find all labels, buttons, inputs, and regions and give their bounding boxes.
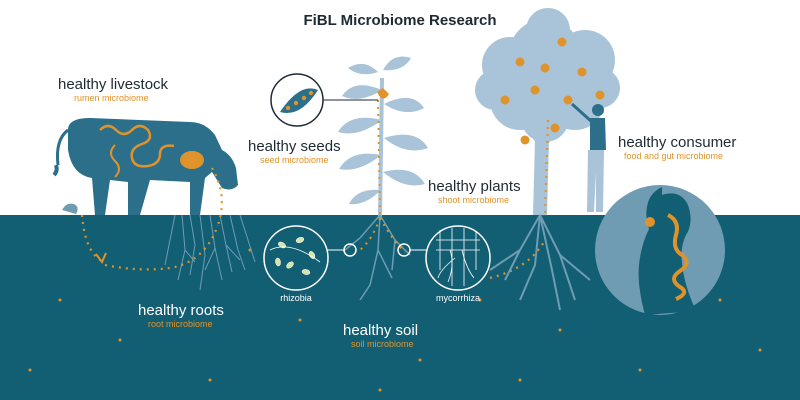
- soil-subtitle: soil microbiome: [351, 339, 414, 349]
- flow-tree-trunk: [543, 119, 550, 216]
- page-title: FiBL Microbiome Research: [303, 12, 497, 29]
- livestock-subtitle: rumen microbiome: [74, 93, 149, 103]
- soil-title: healthy soil: [343, 322, 419, 339]
- flow-soil-tree: [489, 239, 546, 280]
- mycorrhiza-label: mycorrhiza: [435, 293, 480, 303]
- seeds-subtitle: seed microbiome: [260, 155, 329, 165]
- person-picker: [570, 102, 606, 150]
- seed-plant: [338, 56, 428, 219]
- plants-subtitle: shoot microbiome: [438, 195, 510, 205]
- consumer-title: healthy consumer: [618, 134, 737, 151]
- label-livestock: healthy livestock rumen microbiome: [58, 76, 168, 103]
- fruit-tree: [475, 8, 620, 216]
- livestock-title: healthy livestock: [58, 76, 169, 93]
- roots-subtitle: root microbiome: [148, 319, 213, 329]
- rumen-gut: [99, 124, 175, 168]
- seeds-title: healthy seeds: [248, 138, 341, 155]
- label-plants: healthy plants shoot microbiome: [428, 178, 521, 205]
- flow-rumen: [211, 167, 223, 226]
- rhizobia-label: rhizobia: [280, 293, 312, 303]
- label-roots: healthy roots root microbiome: [138, 302, 224, 329]
- roots-title: healthy roots: [138, 302, 224, 319]
- consumer-subtitle: food and gut microbiome: [624, 151, 724, 161]
- label-seeds: healthy seeds seed microbiome: [248, 138, 341, 165]
- label-soil: healthy soil soil microbiome: [343, 322, 418, 349]
- flow-seed-stem: [377, 99, 381, 216]
- rhizobia-inset: [263, 225, 329, 291]
- label-consumer: healthy consumer food and gut microbiome: [618, 134, 736, 161]
- plants-title: healthy plants: [428, 178, 521, 195]
- flow-roots-middle: [359, 217, 406, 253]
- plant-roots-middle: [344, 214, 411, 301]
- cow-illustration: [52, 118, 238, 215]
- flow-cow-roots: [80, 214, 101, 261]
- tree-roots: [489, 214, 591, 311]
- soil-particles: [28, 248, 762, 392]
- grass-roots: [164, 214, 256, 291]
- consumer-gut: [667, 213, 689, 301]
- mycorrhiza-inset: [425, 225, 491, 291]
